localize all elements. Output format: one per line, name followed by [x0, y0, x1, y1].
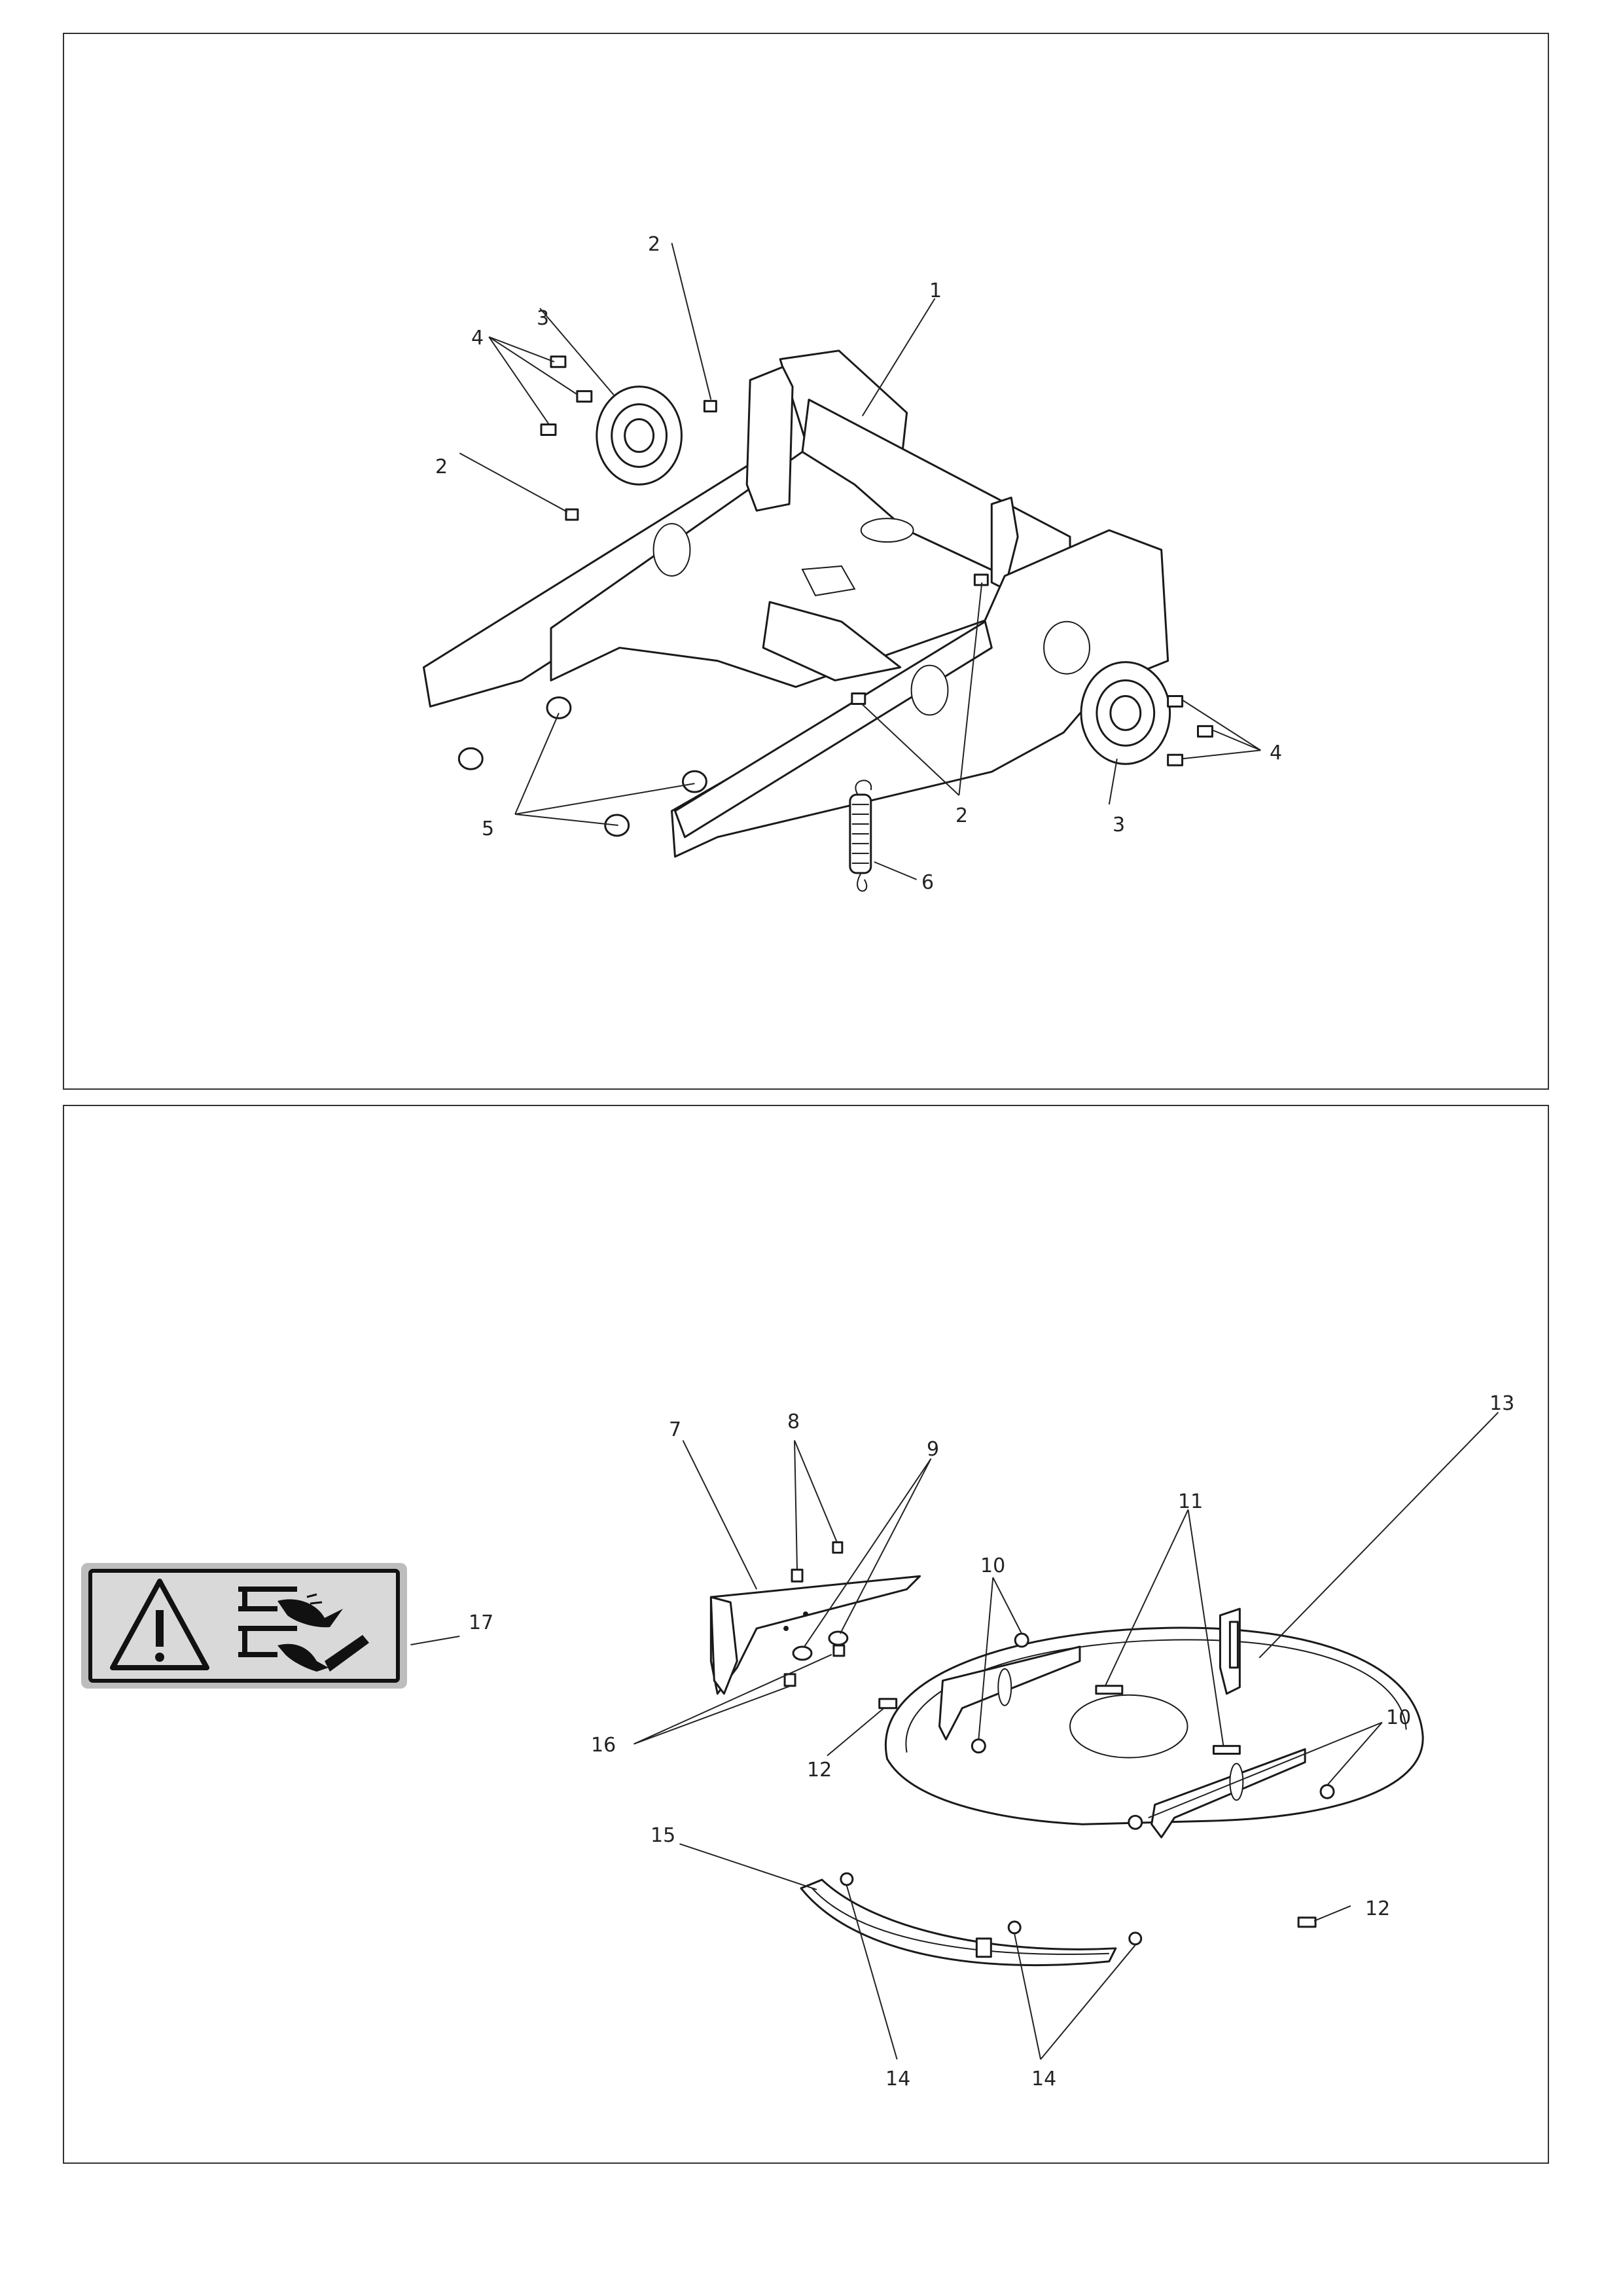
callout-2-bottom: 2	[955, 804, 969, 827]
hex-nuts	[457, 696, 707, 837]
hand-hazard-icon	[238, 1587, 343, 1628]
mower-deck	[885, 1607, 1424, 1825]
callout-17: 17	[469, 1611, 494, 1634]
decal-artwork	[88, 1569, 400, 1683]
callout-8: 8	[787, 1410, 800, 1433]
callout-1: 1	[929, 279, 942, 302]
callout-6: 6	[921, 871, 935, 894]
callout-12-right: 12	[1365, 1897, 1391, 1920]
hand-ok-icon	[238, 1626, 369, 1672]
bearing-flange-left	[596, 386, 683, 486]
callout-2-top: 2	[648, 233, 661, 256]
callout-4-right: 4	[1270, 742, 1283, 764]
warning-triangle-icon	[110, 1579, 209, 1670]
front-skirt	[800, 1878, 1117, 1967]
bolts-right	[1167, 694, 1213, 766]
hex-bolts	[878, 1698, 1317, 1928]
callout-3-right: 3	[1113, 814, 1126, 836]
callout-4-left: 4	[471, 327, 484, 350]
callout-15: 15	[651, 1824, 676, 1847]
callout-13: 13	[1489, 1392, 1515, 1415]
chassis-frame	[422, 350, 1169, 858]
square-nuts	[565, 400, 989, 705]
callout-5: 5	[482, 817, 495, 840]
callout-14-left: 14	[885, 2068, 911, 2090]
small-bolts	[783, 1541, 846, 1687]
washers	[792, 1630, 849, 1661]
skirt-nuts	[840, 1872, 1143, 1946]
callout-9: 9	[927, 1438, 940, 1461]
leader-lines-top	[459, 242, 1261, 880]
tension-spring	[849, 780, 872, 892]
callout-3-left: 3	[537, 307, 550, 330]
callout-16: 16	[591, 1734, 616, 1757]
callout-10-top: 10	[980, 1554, 1006, 1577]
callout-7: 7	[669, 1418, 682, 1441]
callout-11: 11	[1178, 1490, 1204, 1513]
deck-exploded-drawing	[410, 1412, 1499, 2060]
chassis-exploded-drawing	[422, 242, 1261, 892]
pins	[1095, 1685, 1241, 1755]
warning-decal: 14636	[81, 1563, 407, 1689]
callout-10-right: 10	[1386, 1706, 1412, 1729]
leader-lines-bottom	[410, 1412, 1499, 2060]
callout-12-left: 12	[807, 1759, 832, 1782]
callout-14-right: 14	[1031, 2068, 1057, 2090]
deflector-plate	[709, 1575, 921, 1695]
bearing-flange-right	[1080, 661, 1171, 765]
top-exploded-view-panel: 1 2 2 2 3 3 4 4 5 6	[63, 33, 1549, 1090]
callout-2-left: 2	[435, 456, 448, 478]
